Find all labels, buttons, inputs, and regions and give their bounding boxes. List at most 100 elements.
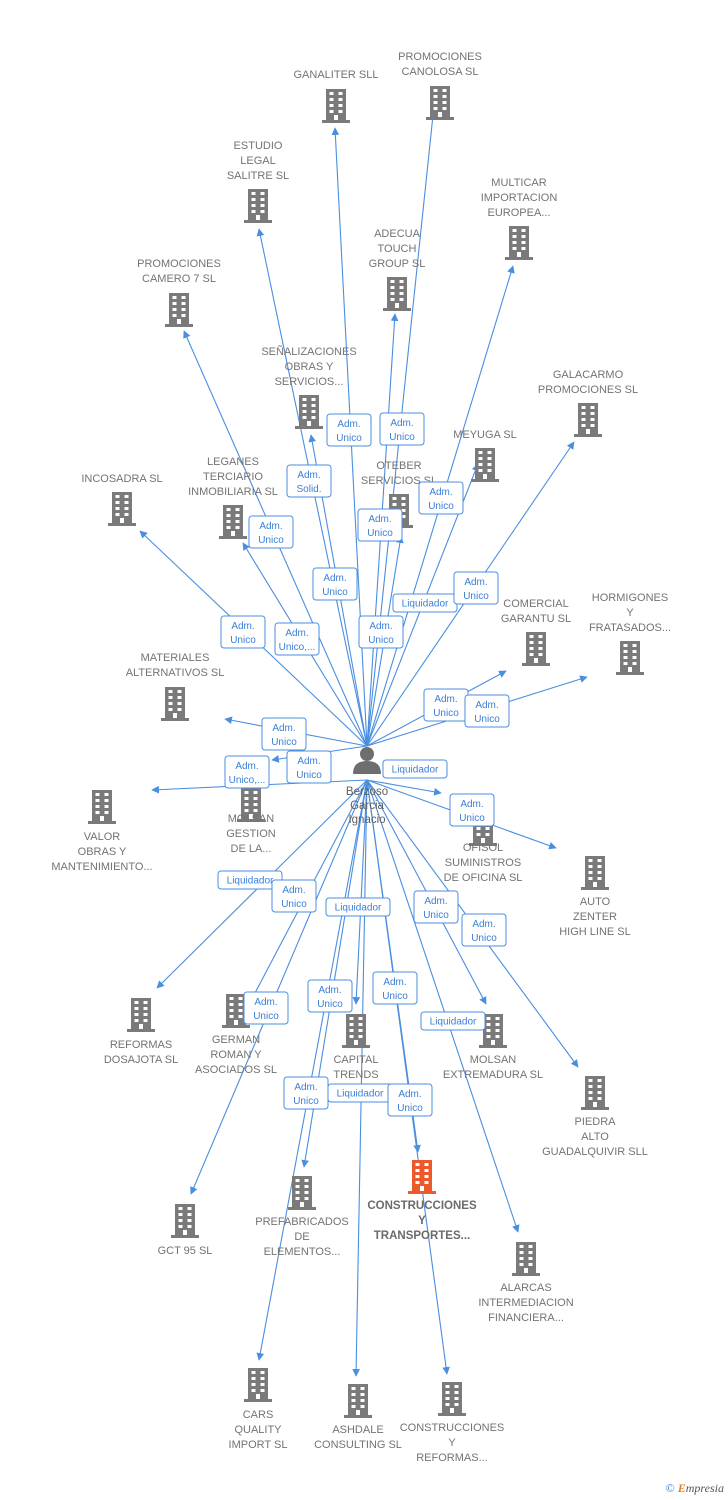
- role-badge-box: [326, 413, 372, 447]
- company-label: FINANCIERA...: [488, 1312, 564, 1324]
- role-label: Unico: [459, 813, 485, 824]
- building-icon: [88, 790, 116, 824]
- role-badge: Liquidador: [325, 897, 391, 917]
- role-label: Unico: [281, 899, 307, 910]
- brand-name: mpresia: [685, 1481, 724, 1495]
- building-icon: [322, 89, 350, 123]
- company-label: INMOBILIARIA SL: [188, 486, 278, 498]
- role-badge: Adm.Unico: [387, 1083, 433, 1117]
- role-badge: Adm.Unico: [464, 694, 510, 728]
- building-icon: [522, 632, 550, 666]
- company-label: SUMINISTROS: [445, 857, 521, 869]
- company-node-hormigones[interactable]: HORMIGONESYFRATASADOS...: [589, 592, 671, 675]
- company-label: GESTION: [226, 828, 276, 840]
- role-badge: Adm.Unico: [358, 615, 404, 649]
- building-icon: [471, 448, 499, 482]
- company-node-prefabricados[interactable]: PREFABRICADOSDEELEMENTOS...: [255, 1176, 349, 1258]
- company-node-construcciones-reformas[interactable]: CONSTRUCCIONESYREFORMAS...: [400, 1382, 505, 1464]
- building-icon: [295, 395, 323, 429]
- company-label: SERVICIOS...: [275, 376, 344, 388]
- role-badge: Adm.Unico: [283, 1076, 329, 1110]
- company-label: FRATASADOS...: [589, 622, 671, 634]
- company-label: PROMOCIONES: [137, 258, 221, 270]
- company-label: ALTERNATIVOS SL: [126, 667, 225, 679]
- role-label: Liquidador: [227, 876, 274, 887]
- role-badge: Adm.Unico: [418, 481, 464, 515]
- company-label: GROUP SL: [369, 258, 426, 270]
- role-label: Adm.: [297, 470, 320, 481]
- person-label: Ignacio: [348, 814, 385, 826]
- role-label: Unico: [382, 991, 408, 1002]
- role-label: Unico: [271, 737, 297, 748]
- company-label: ESTUDIO: [234, 140, 283, 152]
- edge-ashdale: [352, 779, 368, 1377]
- company-node-ganaliter[interactable]: GANALITER SLL: [294, 69, 379, 123]
- company-node-gct95[interactable]: GCT 95 SL: [158, 1204, 213, 1257]
- company-node-materiales[interactable]: MATERIALES ALTERNATIVOS SL: [126, 652, 225, 721]
- role-label: Liquidador: [392, 765, 439, 776]
- company-label: GERMAN: [212, 1034, 260, 1046]
- building-icon: [581, 856, 609, 890]
- role-label: Adm.: [369, 621, 392, 632]
- company-label: DOSAJOTA SL: [104, 1054, 178, 1066]
- company-label: GANALITER SLL: [294, 69, 379, 81]
- role-label: Unico: [474, 714, 500, 725]
- edge-cars-quality: [256, 779, 368, 1361]
- company-node-promociones-canolosa[interactable]: PROMOCIONES CANOLOSA SL: [398, 51, 482, 120]
- role-badge: Adm.Unico: [243, 991, 289, 1025]
- company-node-alarcas[interactable]: ALARCASINTERMEDIACIONFINANCIERA...: [478, 1242, 574, 1324]
- company-node-construcciones-transportes[interactable]: CONSTRUCCIONESYTRANSPORTES...: [367, 1160, 477, 1242]
- company-label: GALACARMO: [553, 369, 624, 381]
- role-badge-box: [220, 615, 266, 649]
- role-badge: Adm.Unico: [423, 688, 469, 722]
- company-label: MATERIALES: [141, 652, 210, 664]
- company-label: INCOSADRA SL: [81, 473, 162, 485]
- role-badge-box: [418, 481, 464, 515]
- company-node-multicar[interactable]: MULTICARIMPORTACIONEUROPEA...: [481, 177, 558, 260]
- role-label: Adm.: [254, 997, 277, 1008]
- company-label: CANOLOSA SL: [401, 66, 478, 78]
- role-label: Adm.: [472, 919, 495, 930]
- building-icon: [581, 1076, 609, 1110]
- role-label: Adm.: [424, 896, 447, 907]
- company-label: Y: [418, 1215, 426, 1227]
- role-label: Liquidador: [335, 903, 382, 914]
- role-badge: Adm.Unico: [453, 571, 499, 605]
- role-badge-box: [271, 879, 317, 913]
- building-icon: [244, 1368, 272, 1402]
- role-label: Liquidador: [430, 1017, 477, 1028]
- company-label: PROMOCIONES: [398, 51, 482, 63]
- company-node-incosadra[interactable]: INCOSADRA SL: [81, 473, 163, 526]
- company-label: Y: [626, 607, 634, 619]
- role-label: Adm.: [297, 756, 320, 767]
- company-node-meyuga[interactable]: MEYUGA SL: [453, 429, 517, 482]
- role-badge-box: [387, 1083, 433, 1117]
- role-badge: Adm.Solid.: [286, 464, 332, 498]
- company-label: DE OFICINA SL: [444, 872, 523, 884]
- building-icon: [288, 1176, 316, 1210]
- company-label: GUADALQUIVIR SLL: [542, 1146, 648, 1158]
- edge-alarcas: [366, 779, 520, 1233]
- role-label: Unico: [293, 1096, 319, 1107]
- company-label: MOLSAN: [228, 813, 275, 825]
